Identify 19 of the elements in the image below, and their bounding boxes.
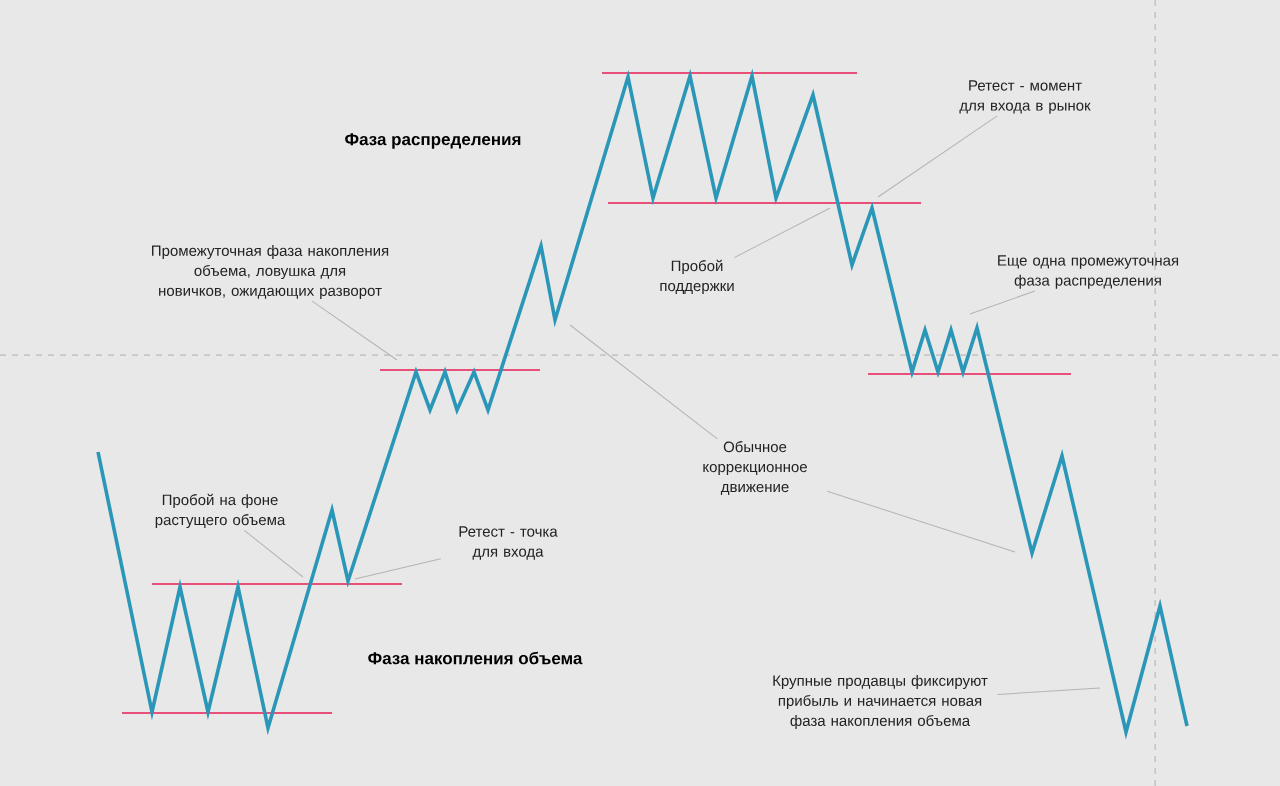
annotation-text: Еще одна промежуточная фаза распределения [998,255,1179,289]
phase-title: Фаза накопления объема [368,651,583,665]
annotation-text: Промежуточная фаза накопления объема, ловушка для новичков, ожидающих разворот [152,245,389,299]
annotation-text: Пробой поддержки [660,259,734,295]
leader-line [969,290,1036,315]
annotation-text: Ретест - точка для входа [459,526,558,560]
leader-line [996,687,1101,696]
leader-line [826,490,1016,553]
annotation-text: Пробой на фоне растущего объема [155,493,286,529]
leader-line [569,324,718,440]
leader-line [243,529,304,578]
leader-line [733,207,831,259]
annotation-text: Крупные продавцы фиксируют прибыль и начинается новая фаза накопления объема [773,675,988,729]
annotation-text: Обычное коррекционное движение [703,441,807,495]
leader-line [877,115,998,198]
leader-line [354,558,442,580]
annotation-text: Ретест - момент для входа в рынок [959,80,1091,114]
leader-line [311,300,398,361]
phase-title: Фаза распределения [345,133,521,149]
